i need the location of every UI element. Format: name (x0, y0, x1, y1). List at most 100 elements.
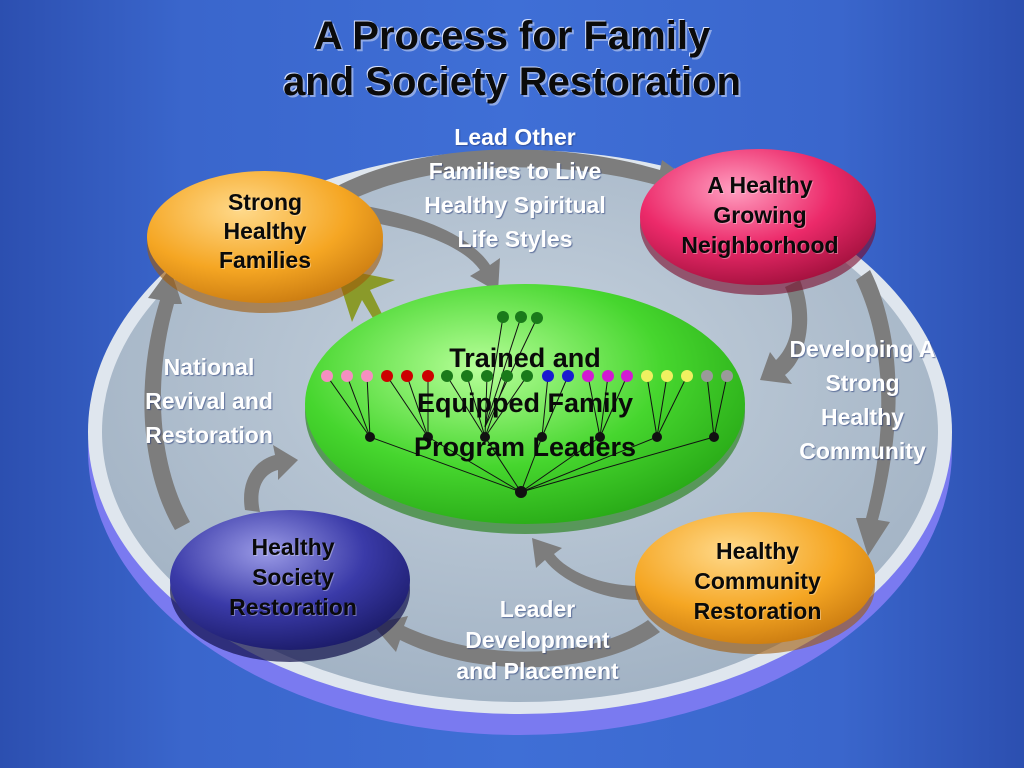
label-center: Trained and Equipped Family Program Lead… (355, 336, 695, 470)
tree-leaf-dot (422, 370, 434, 382)
label-center-line: Equipped Family (416, 387, 634, 418)
tree-leaf-dot (481, 370, 493, 382)
tree-link (484, 436, 522, 493)
label-center-line: Trained and (449, 343, 601, 373)
node-strong-families (147, 171, 383, 313)
label-strong-families-line: Strong (227, 189, 303, 215)
title-line-1: A Process for Family (313, 14, 711, 58)
transition-right-line: Healthy (820, 404, 905, 430)
node-community (635, 512, 875, 654)
tree-mid-dot (595, 432, 605, 442)
tree-leaf-dot (542, 370, 554, 382)
tree-leaf-dot (621, 370, 633, 382)
transition-bottom-line: Leader (499, 596, 576, 622)
transition-bottom-line: Development (465, 627, 610, 653)
transition-right-line: Strong (825, 370, 900, 396)
tree-link (520, 436, 658, 493)
tree-link (520, 436, 715, 493)
arrow-bottom-inner-icon (532, 538, 640, 600)
node-neighborhood (640, 149, 876, 295)
label-neighborhood: A Healthy Growing Neighborhood (650, 170, 870, 260)
tree-leaf-dot (521, 370, 533, 382)
tree-leaf-dot (321, 370, 333, 382)
arrow-left-icon (144, 268, 190, 530)
tree-link (599, 375, 628, 438)
tree-link (484, 375, 528, 438)
node-center (305, 284, 745, 534)
tree-link (520, 436, 543, 493)
label-society-line: Society (252, 564, 334, 590)
arrow-top-icon (330, 149, 690, 203)
transition-left: National Revival and Restoration (118, 350, 300, 452)
tree-leaf-dot (721, 370, 733, 382)
arrow-bottom-icon (372, 616, 660, 668)
tree-leaf-dot (341, 370, 353, 382)
tree-leaf-dot (602, 370, 614, 382)
transition-bottom: Leader Development and Placement (425, 594, 650, 687)
label-strong-families: Strong Healthy Families (180, 188, 350, 274)
tree-leaf-dot (641, 370, 653, 382)
label-community-line: Restoration (693, 598, 822, 624)
arrow-right-inner-icon (760, 280, 808, 384)
tree-link (326, 375, 371, 438)
tree-leaf-dot (501, 370, 513, 382)
tree-link (520, 436, 601, 493)
tree-mid-dot (423, 432, 433, 442)
transition-right: Developing A Strong Healthy Community (760, 332, 965, 468)
tree-link (446, 375, 486, 438)
transition-right-line: Developing A (789, 336, 936, 362)
tree-link (484, 375, 508, 438)
tree-leaf-dot (661, 370, 673, 382)
arrow-left-inner-icon (244, 445, 298, 512)
label-strong-families-line: Healthy (223, 217, 307, 244)
tree-leaf-dot (441, 370, 453, 382)
tree-leaf-dot (381, 370, 393, 382)
tree-root-dot (515, 486, 527, 498)
transition-left-line: National (163, 354, 255, 380)
transition-left-line: Revival and (145, 388, 273, 414)
label-neighborhood-line: Growing (713, 202, 807, 228)
transition-top-line: Lead Other (454, 124, 576, 150)
label-neighborhood-line: A Healthy (707, 172, 813, 198)
tree-link (369, 436, 522, 493)
transition-left-line: Restoration (145, 422, 273, 448)
tree-leaf-dot (681, 370, 693, 382)
tree-link (587, 375, 601, 438)
label-society: Healthy Society Restoration (193, 532, 393, 622)
tree-link (656, 375, 688, 438)
tree-leaf-dot (461, 370, 473, 382)
label-community-line: Healthy (715, 538, 800, 564)
transition-top-line: Healthy Spiritual (424, 192, 606, 218)
label-community: Healthy Community Restoration (655, 536, 860, 626)
tree-link (656, 375, 668, 438)
transition-top-line: Families to Live (428, 158, 602, 184)
tree-mid-dot (365, 432, 375, 442)
tree-link (346, 375, 371, 438)
label-community-line: Community (694, 568, 821, 594)
tree-leaf-dot (401, 370, 413, 382)
tree-link (366, 375, 371, 438)
tree-mid-dot (537, 432, 547, 442)
tree-link (406, 375, 429, 438)
tree-link (427, 436, 522, 493)
tree-leaf-dot (582, 370, 594, 382)
leader-tree (321, 311, 733, 498)
tree-leaf-dot (562, 370, 574, 382)
tree-leaf-dot (361, 370, 373, 382)
label-strong-families-line: Families (218, 246, 312, 273)
tree-link (386, 375, 429, 438)
tree-link (484, 316, 504, 428)
tree-top-dot (531, 312, 543, 324)
transition-bottom-line: and Placement (456, 658, 619, 684)
tree-link (541, 375, 549, 438)
transition-right-line: Community (799, 438, 926, 464)
transition-top: Lead Other Families to Live Healthy Spir… (395, 120, 635, 256)
tree-link (706, 375, 715, 438)
arrow-right-icon (856, 270, 896, 556)
tree-link (541, 375, 569, 438)
tree-top-dot (497, 311, 509, 323)
tree-top-dot (515, 311, 527, 323)
tree-mid-dot (709, 432, 719, 442)
title-line-2: and Society Restoration (283, 60, 741, 104)
